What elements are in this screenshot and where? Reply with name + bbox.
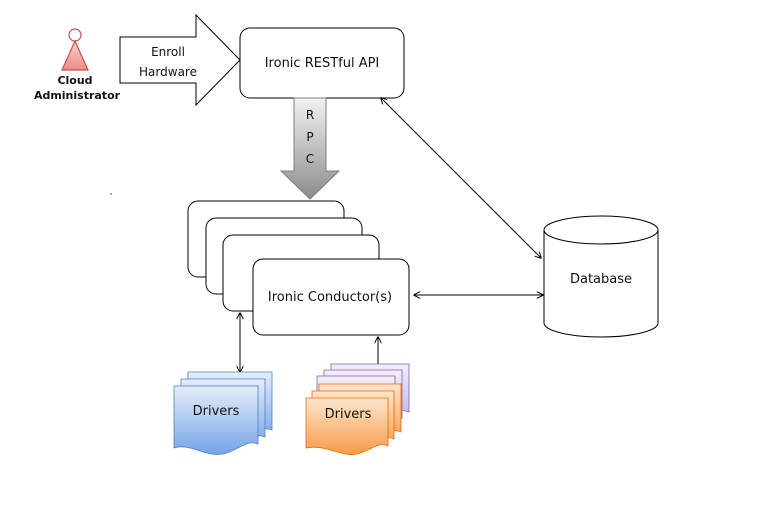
ironic-conductor-box <box>252 258 410 336</box>
enroll-arrow-shape <box>119 13 241 107</box>
rpc-letter-p: P <box>306 130 313 144</box>
conductor-label: Ironic Conductor(s) <box>268 290 392 305</box>
enroll-label-line1: Enroll <box>151 45 185 59</box>
drivers-right-label: Drivers <box>325 407 372 422</box>
api-label: Ironic RESTful API <box>265 56 380 71</box>
driver-document-icon <box>173 385 259 455</box>
drivers-left-stack: Drivers <box>173 371 273 455</box>
database-body <box>543 230 659 338</box>
driver-document-icon <box>305 397 389 455</box>
database-top <box>543 215 659 245</box>
rpc-arrow: R P C <box>279 97 341 200</box>
enroll-hardware-arrow: Enroll Hardware <box>119 13 241 107</box>
rpc-letter-c: C <box>306 152 314 166</box>
rpc-letter-r: R <box>306 108 314 122</box>
api-database-connector <box>381 98 541 258</box>
ironic-restful-api-box: Ironic RESTful API <box>239 27 405 99</box>
actor-head-icon <box>68 28 82 42</box>
database-cylinder: Database <box>543 215 659 338</box>
database-label: Database <box>570 272 632 287</box>
actor-label-line2: Administrator <box>34 89 121 102</box>
enroll-label-line2: Hardware <box>139 65 197 79</box>
cloud-administrator-actor: Cloud Administrator <box>34 28 121 102</box>
drivers-left-label: Drivers <box>193 404 240 419</box>
actor-body-icon <box>61 39 89 71</box>
drivers-right-stack: Drivers <box>305 363 410 455</box>
conductor-stack: Ironic Conductor(s) <box>187 200 410 336</box>
stray-dot <box>110 193 112 195</box>
rpc-arrow-shape <box>279 97 341 200</box>
actor-label-line1: Cloud <box>57 74 92 87</box>
